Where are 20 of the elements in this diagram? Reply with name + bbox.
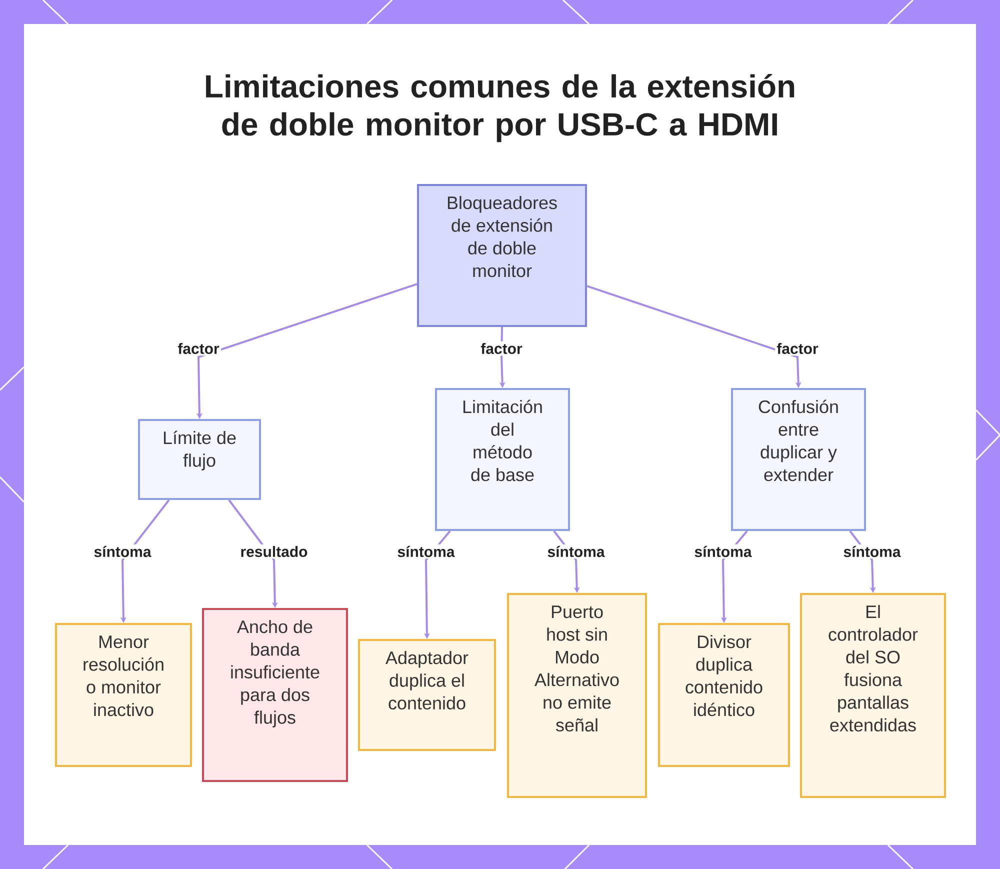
symptom-box: Puerto host sin Modo Alternativo no emite señal [507, 593, 647, 798]
edge-label: síntoma [546, 544, 606, 559]
edge-label: resultado [238, 544, 310, 559]
symptom-box: Menor resolución o monitor inactivo [55, 623, 192, 767]
edge-label: factor [479, 341, 524, 356]
factor-box: Confusión entre duplicar y extender [731, 388, 866, 531]
edge-label: síntoma [692, 544, 754, 559]
edge-label: síntoma [842, 544, 902, 559]
edge-label: factor [176, 341, 221, 356]
result-box: Ancho de banda insuficiente para dos flujos [202, 608, 348, 782]
factor-box: Limitación del método de base [435, 388, 570, 531]
edge-label: síntoma [92, 544, 153, 559]
symptom-box: Divisor duplica contenido idéntico [658, 623, 790, 767]
symptom-box: Adaptador duplica el contenido [358, 639, 496, 751]
edge-label: síntoma [396, 544, 456, 559]
symptom-box: El controlador del SO fusiona pantallas extendidas [800, 593, 946, 798]
topic-box: Bloqueadores de extensión de doble monitor [417, 184, 587, 327]
edge-label: factor [775, 341, 820, 356]
factor-box: Límite de flujo [138, 419, 261, 500]
title: Limitaciones comunes de la extensión de doble monitor por USB-C a HDMI [206, 74, 794, 142]
